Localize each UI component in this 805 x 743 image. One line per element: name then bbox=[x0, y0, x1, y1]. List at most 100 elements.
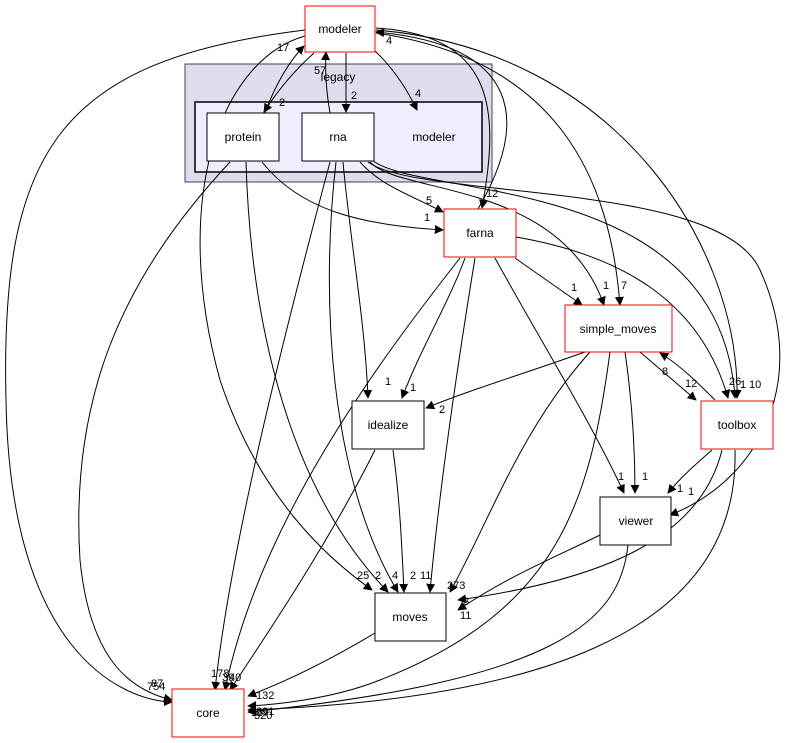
edge-label: 178 bbox=[211, 668, 229, 680]
edge-viewer-core bbox=[247, 544, 629, 716]
edge-farna-modeler bbox=[375, 28, 508, 210]
edge-label: 4 bbox=[386, 35, 392, 47]
node-moves[interactable]: moves bbox=[374, 592, 447, 642]
edge-labels: 17 57 4 2 2 4 12 7 10 754 25 5 1 1 26 1 … bbox=[147, 35, 761, 722]
node-simple-moves[interactable]: simple_moves bbox=[564, 304, 673, 353]
node-farna[interactable]: farna bbox=[443, 208, 517, 258]
edge-modeler-legacy-modeler bbox=[373, 49, 418, 111]
edge-label: 3 bbox=[463, 596, 469, 608]
edge-label: 2 bbox=[375, 570, 381, 582]
edge-label: 4 bbox=[415, 88, 421, 100]
node-label: idealize bbox=[368, 418, 409, 432]
edge-toolbox-moves bbox=[457, 449, 723, 604]
edge-simple-moves-idealize bbox=[425, 351, 586, 410]
edge-label: 1 bbox=[571, 282, 577, 294]
node-protein[interactable]: protein bbox=[206, 112, 280, 162]
edge-label: 891 bbox=[256, 706, 274, 718]
edge-protein-core bbox=[78, 161, 231, 703]
edge-toolbox-core bbox=[247, 449, 736, 715]
edge-modeler-moves bbox=[199, 35, 373, 591]
edge-label: 26 bbox=[729, 376, 741, 388]
node-label: simple_moves bbox=[580, 322, 657, 336]
edge-rna-simple-moves bbox=[369, 161, 606, 306]
node-modeler[interactable]: modeler bbox=[304, 5, 376, 53]
node-viewer[interactable]: viewer bbox=[599, 496, 672, 546]
edge-idealize-moves bbox=[392, 449, 409, 593]
edge-label: 57 bbox=[314, 65, 326, 77]
edge-label: 5 bbox=[426, 195, 432, 207]
edge-farna-simple-moves bbox=[514, 257, 583, 306]
edge-label: 2 bbox=[410, 570, 416, 582]
edge-label: 1 bbox=[410, 382, 416, 394]
edge-rna-modeler bbox=[321, 51, 331, 114]
edge-farna-toolbox bbox=[515, 236, 731, 399]
edge-modeler-simple-moves bbox=[375, 32, 624, 306]
node-label: modeler bbox=[318, 22, 361, 36]
edge-modeler-protein bbox=[263, 52, 315, 113]
edge-farna-moves bbox=[426, 257, 476, 593]
edge-label: 12 bbox=[486, 188, 498, 200]
edge-protein-farna bbox=[261, 161, 444, 235]
edge-label: 2 bbox=[279, 97, 285, 109]
edge-protein-moves bbox=[245, 161, 389, 593]
node-label: viewer bbox=[619, 514, 654, 528]
cluster-legacy-modeler-label: modeler bbox=[412, 130, 455, 144]
edge-label: 273 bbox=[447, 580, 465, 592]
edge-toolbox-simple-moves bbox=[659, 352, 716, 401]
edge-simple-moves-moves bbox=[449, 351, 591, 593]
edge-simple-moves-viewer bbox=[624, 351, 640, 494]
node-label: toolbox bbox=[718, 418, 757, 432]
edge-simple-moves-toolbox bbox=[639, 351, 697, 401]
edge-label: 12 bbox=[685, 378, 697, 390]
edge-label: 11 bbox=[460, 610, 471, 622]
edge-moves-core bbox=[247, 632, 376, 698]
edge-modeler-toolbox bbox=[375, 29, 742, 399]
edge-label: 1 bbox=[677, 483, 683, 495]
edges bbox=[5, 27, 781, 716]
edge-label: 1 bbox=[618, 471, 624, 483]
edge-label: 1 bbox=[424, 212, 430, 224]
edge-label: 1 bbox=[688, 486, 694, 498]
edge-rna-farna bbox=[359, 161, 444, 213]
edge-label: 7 bbox=[621, 280, 627, 292]
node-label: protein bbox=[225, 130, 262, 144]
edge-label: 39 bbox=[222, 672, 234, 684]
edge-rna-viewer bbox=[367, 161, 781, 517]
edge-label: 132 bbox=[256, 690, 274, 702]
node-label: farna bbox=[466, 226, 494, 240]
node-label: core bbox=[196, 706, 220, 720]
edge-label: 10 bbox=[749, 379, 761, 391]
edge-simple-moves-core bbox=[247, 351, 611, 711]
node-toolbox[interactable]: toolbox bbox=[700, 400, 774, 450]
edge-label: 2 bbox=[351, 90, 357, 102]
edge-label: 11 bbox=[420, 570, 431, 582]
edge-rna-idealize bbox=[342, 161, 373, 399]
edge-label: 4 bbox=[392, 570, 398, 582]
edge-viewer-moves bbox=[457, 534, 601, 611]
node-label: rna bbox=[329, 130, 347, 144]
edge-label: 320 bbox=[254, 710, 272, 722]
cluster-legacy-label: legacy bbox=[321, 70, 356, 84]
edge-label: 8 bbox=[662, 366, 668, 378]
node-core[interactable]: core bbox=[171, 688, 245, 738]
edge-label: 1 bbox=[603, 280, 609, 292]
node-label: moves bbox=[392, 610, 427, 624]
edge-label: 87 bbox=[151, 678, 163, 690]
edge-label: 17 bbox=[277, 42, 289, 54]
edge-idealize-core bbox=[229, 449, 376, 691]
edge-label: 40 bbox=[229, 672, 241, 684]
edge-modeler-farna bbox=[375, 27, 491, 209]
edge-label: 1 bbox=[385, 376, 391, 388]
edge-label: 1 bbox=[642, 471, 648, 483]
edge-label: 754 bbox=[147, 681, 165, 693]
edge-rna-core bbox=[211, 161, 331, 691]
edge-toolbox-viewer bbox=[667, 449, 713, 494]
node-idealize[interactable]: idealize bbox=[351, 400, 425, 450]
edge-farna-idealize bbox=[400, 257, 466, 399]
edge-rna-toolbox bbox=[371, 159, 739, 399]
edge-farna-core bbox=[222, 257, 461, 691]
edge-label: 25 bbox=[357, 570, 369, 582]
node-rna[interactable]: rna bbox=[301, 112, 375, 162]
edge-rna-moves bbox=[328, 161, 399, 593]
